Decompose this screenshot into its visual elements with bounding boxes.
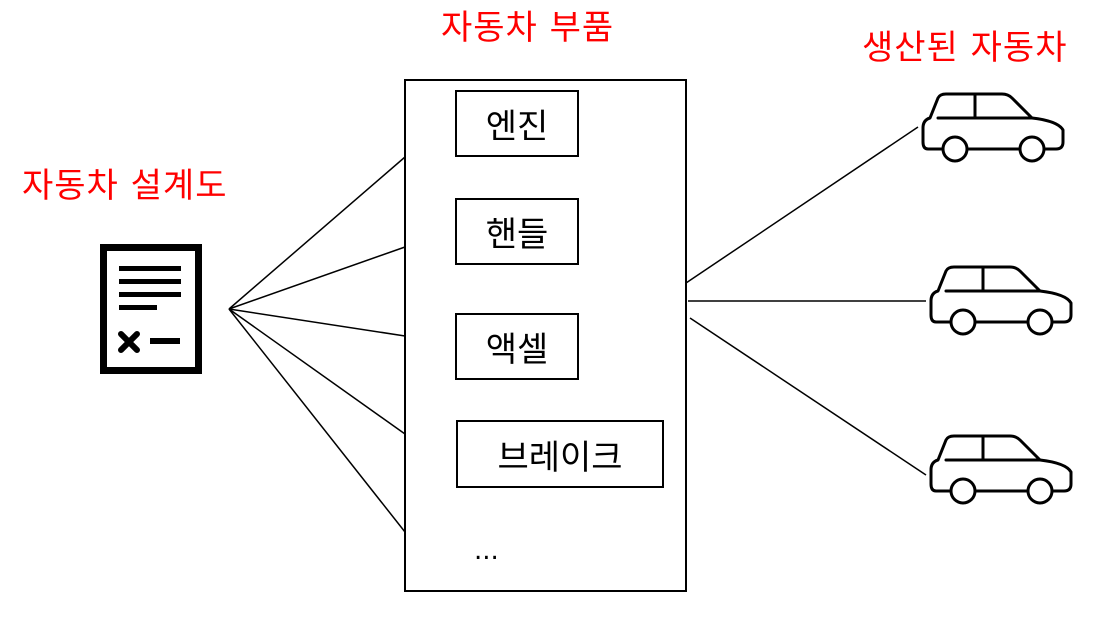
connector-line <box>228 308 406 337</box>
car-icon <box>928 432 1078 511</box>
connector-line <box>689 317 927 476</box>
connector-line <box>228 246 406 310</box>
produced-cars-label: 생산된 자동차 <box>862 28 1068 68</box>
parts-label: 자동차 부품 <box>441 8 615 48</box>
connector-line <box>685 126 919 284</box>
connector-line <box>228 308 406 533</box>
blueprint-label: 자동차 설계도 <box>22 166 228 206</box>
part-steering-wheel: 핸들 <box>455 198 579 265</box>
part-accelerator: 액셀 <box>455 313 579 380</box>
part-brake: 브레이크 <box>456 420 664 488</box>
more-parts-ellipsis: ... <box>474 536 499 566</box>
document-icon <box>100 244 202 378</box>
car-icon <box>928 263 1078 342</box>
connector-line <box>228 156 406 310</box>
car-icon <box>920 90 1070 169</box>
connector-line <box>228 308 406 435</box>
part-engine: 엔진 <box>455 90 579 157</box>
